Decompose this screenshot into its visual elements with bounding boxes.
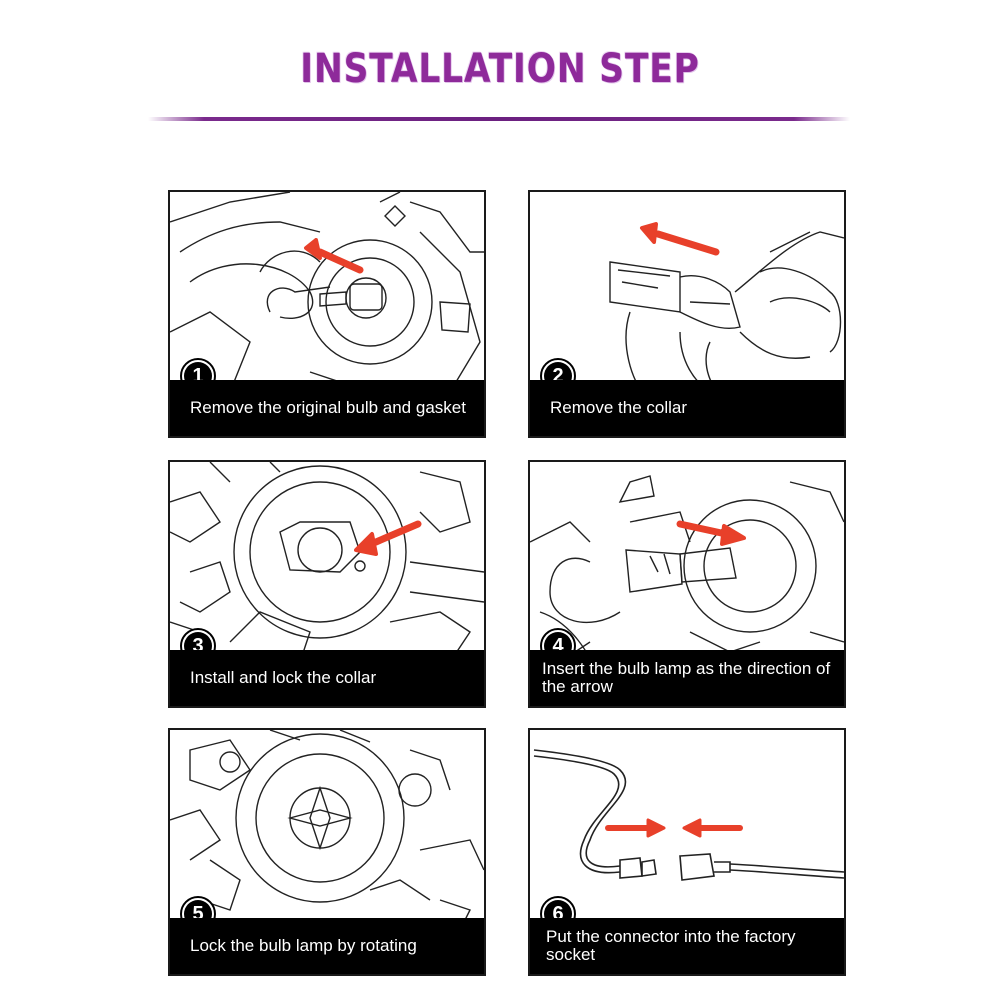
- step-panel-4: 4 Insert the bulb lamp as the direction …: [528, 460, 846, 708]
- connector-arrow-icon: [682, 818, 743, 838]
- step-caption: Insert the bulb lamp as the direction of…: [530, 650, 844, 706]
- step-1-caption-text: Remove the original bulb and gasket: [190, 398, 466, 417]
- removal-arrow-icon: [640, 222, 720, 256]
- step-panel-2: 2 Remove the collar: [528, 190, 846, 438]
- title-divider: [148, 117, 850, 121]
- step-caption: Remove the collar: [530, 380, 844, 436]
- step-3-caption-text: Install and lock the collar: [190, 668, 377, 687]
- step-4-caption-text: Insert the bulb lamp as the direction of…: [542, 659, 831, 696]
- step-3-illustration: [170, 462, 484, 673]
- step-5-illustration: [170, 730, 484, 931]
- step-4-illustration: [530, 475, 844, 706]
- page-title: INSTALLATION STEP: [300, 46, 700, 92]
- step-6-caption-text: Put the connector into the factory socke…: [546, 927, 796, 964]
- step-panel-5: 5 Lock the bulb lamp by rotating: [168, 728, 486, 976]
- removal-arrow-icon: [676, 520, 746, 546]
- step-5-caption-text: Lock the bulb lamp by rotating: [190, 936, 417, 955]
- step-caption: Remove the original bulb and gasket: [170, 380, 484, 436]
- step-panel-6: 6 Put the connector into the factory soc…: [528, 728, 846, 976]
- removal-arrow-icon: [354, 520, 422, 556]
- step-6-illustration: [533, 749, 844, 881]
- step-2-illustration: [609, 222, 844, 436]
- connector-arrow-icon: [605, 818, 666, 838]
- step-caption: Lock the bulb lamp by rotating: [170, 918, 484, 974]
- removal-arrow-icon: [304, 238, 364, 274]
- step-caption: Install and lock the collar: [170, 650, 484, 706]
- step-2-caption-text: Remove the collar: [550, 398, 688, 417]
- step-panel-3: 3 Install and lock the collar: [168, 460, 486, 708]
- step-panel-1: 1 Remove the original bulb and gasket: [168, 190, 486, 438]
- step-caption: Put the connector into the factory socke…: [530, 918, 844, 974]
